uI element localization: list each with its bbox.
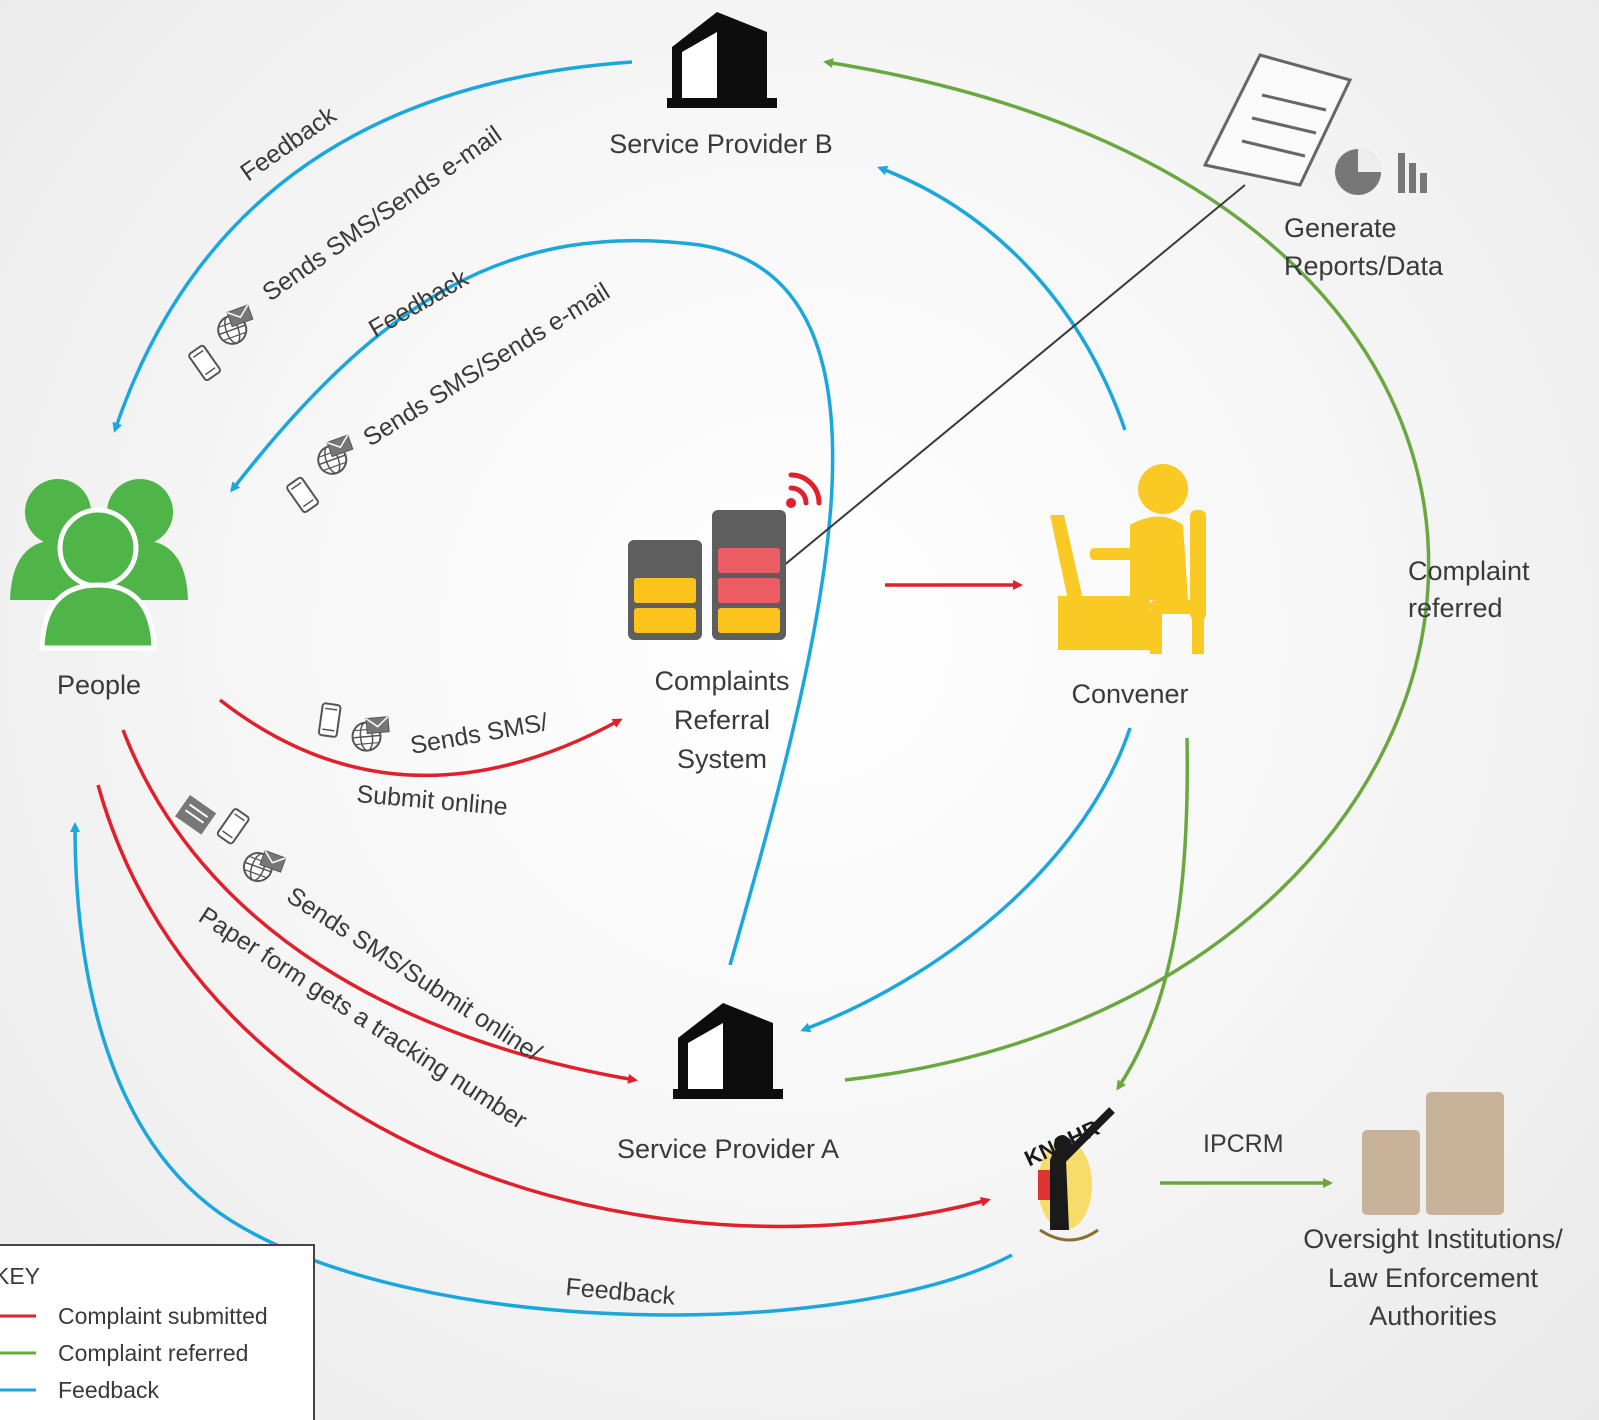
feedback-arrows [70, 60, 1132, 1317]
globe-mail-icon [238, 844, 287, 890]
globe-mail-icon [211, 304, 260, 349]
ipcrm-label: IPCRM [1203, 1130, 1284, 1158]
feedback-inner-label: Feedback [364, 264, 474, 343]
key-item-feedback: Feedback [58, 1377, 160, 1403]
convener-to-provider-b-arrow [877, 165, 1127, 431]
crs-label-line3: System [677, 744, 767, 774]
wifi-icon [786, 472, 822, 508]
globe-mail-icon [349, 715, 392, 753]
oversight-label-line1: Oversight Institutions/ [1303, 1224, 1563, 1254]
feedback-inner-arrow [230, 238, 835, 966]
oversight-institutions: Oversight Institutions/ Law Enforcement … [1303, 1092, 1563, 1331]
people-to-knchr-arrow [96, 784, 991, 1229]
people-icon [10, 479, 188, 651]
server-icon [628, 510, 786, 640]
service-provider-a-label: Service Provider A [617, 1134, 839, 1164]
convener-to-knchr-arrow [1116, 737, 1190, 1091]
generate-reports: Generate Reports/Data [1202, 53, 1444, 281]
channel-icons-crs [317, 702, 392, 753]
oversight-label-line2: Law Enforcement [1328, 1263, 1539, 1293]
submit-online-label: Submit online [355, 780, 508, 821]
service-provider-b: Service Provider B [609, 12, 833, 159]
channel-icons-inner [285, 434, 360, 515]
reports-label-line2: Reports/Data [1284, 251, 1444, 281]
convener-to-provider-a-arrow [800, 727, 1132, 1033]
referred-arrows [823, 58, 1431, 1188]
complaint-referred-label-line1: Complaint [1408, 556, 1530, 586]
phone-icon [215, 807, 251, 846]
building-icon [667, 12, 777, 108]
complaints-referral-system: Complaints Referral System [628, 472, 822, 774]
key-legend: KEY Complaint submitted Complaint referr… [0, 1244, 315, 1420]
reports-connector-line [747, 184, 1246, 596]
key-item-submitted: Complaint submitted [58, 1303, 268, 1329]
phone-icon [187, 343, 223, 383]
paper-form-icon [175, 795, 217, 835]
person-at-desk-icon [1050, 464, 1206, 654]
knchr: KNCHR [1021, 1107, 1115, 1242]
people-label: People [57, 670, 141, 700]
bar-chart-icon [1398, 153, 1427, 193]
feedback-outer-arrow [112, 60, 633, 433]
feedback-bottom-arrow [70, 822, 1013, 1317]
crs-label-line2: Referral [674, 705, 770, 735]
phone-icon [285, 475, 321, 515]
channel-icons-outer [187, 304, 260, 383]
service-provider-b-label: Service Provider B [609, 129, 833, 159]
sends-sms-label: Sends SMS/ [408, 708, 550, 760]
referred-big-loop-arrow [823, 58, 1431, 1082]
people-to-crs-arrow [218, 698, 623, 778]
key-box [0, 1244, 315, 1420]
globe-mail-icon [311, 434, 360, 479]
knchr-logo: KNCHR [1021, 1107, 1115, 1242]
complaint-referred-label-line2: referred [1408, 593, 1503, 623]
reports-label-line1: Generate [1284, 213, 1397, 243]
people-to-provider-a-arrow [121, 729, 638, 1084]
feedback-bottom-label: Feedback [564, 1273, 676, 1311]
building-icon [673, 1003, 783, 1099]
people: People [10, 479, 188, 700]
key-item-referred: Complaint referred [58, 1340, 248, 1366]
submitted-arrows [96, 580, 1023, 1229]
institution-blocks-icon [1362, 1092, 1504, 1215]
crs-label-line1: Complaints [654, 666, 789, 696]
pie-chart-icon [1335, 149, 1381, 195]
convener-label: Convener [1071, 679, 1188, 709]
key-title: KEY [0, 1263, 40, 1289]
convener: Convener [1050, 464, 1206, 709]
service-provider-a: Service Provider A [617, 1003, 839, 1164]
feedback-outer-label: Feedback [235, 101, 341, 187]
oversight-label-line3: Authorities [1369, 1301, 1497, 1331]
document-icon [1202, 53, 1353, 187]
phone-icon [317, 702, 342, 739]
channel-icons-provider-a [175, 795, 287, 890]
